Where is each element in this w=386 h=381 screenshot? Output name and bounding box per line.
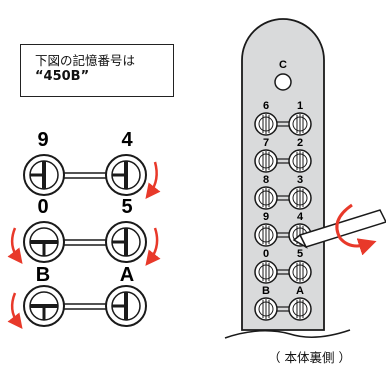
device-dial-2[interactable] bbox=[288, 149, 312, 173]
dial-A[interactable] bbox=[105, 285, 147, 327]
rotate-arrow-4 bbox=[145, 161, 161, 199]
left-label-9: 9 bbox=[37, 129, 48, 151]
rotate-arrow-0 bbox=[7, 227, 23, 264]
device-label-A: A bbox=[296, 285, 304, 297]
device-dial-1[interactable] bbox=[288, 112, 312, 136]
device-dial-6[interactable] bbox=[254, 112, 278, 136]
device-dial-B[interactable] bbox=[254, 297, 278, 321]
memory-number-note: 下図の記憶番号は “450B” bbox=[20, 44, 174, 97]
dial-9[interactable] bbox=[23, 154, 65, 196]
device-label-B: B bbox=[262, 285, 270, 297]
clear-button-label: C bbox=[279, 59, 287, 71]
device-panel bbox=[241, 18, 325, 331]
left-label-0: 0 bbox=[37, 196, 48, 218]
clear-button[interactable] bbox=[274, 73, 292, 91]
device-dial-0[interactable] bbox=[254, 260, 278, 284]
left-label-B: B bbox=[36, 264, 50, 286]
device-label-2: 2 bbox=[297, 137, 303, 149]
device-dial-9[interactable] bbox=[254, 223, 278, 247]
dial-B[interactable] bbox=[23, 285, 65, 327]
rotate-arrow-B bbox=[7, 292, 23, 329]
device-dial-8[interactable] bbox=[254, 186, 278, 210]
dial-4[interactable] bbox=[105, 154, 147, 196]
rotate-arrow-tool bbox=[335, 203, 377, 256]
rotate-arrow-5 bbox=[145, 227, 161, 266]
dial-5[interactable] bbox=[105, 221, 147, 263]
device-label-1: 1 bbox=[297, 100, 303, 112]
cut-edge bbox=[225, 330, 350, 345]
device-label-5: 5 bbox=[297, 248, 303, 260]
note-line-1: 下図の記憶番号は bbox=[35, 53, 136, 68]
device-label-9: 9 bbox=[263, 211, 269, 223]
device-dial-3[interactable] bbox=[288, 186, 312, 210]
device-label-4: 4 bbox=[297, 211, 304, 223]
left-label-A: A bbox=[120, 264, 134, 286]
note-line-2: “450B” bbox=[35, 69, 90, 84]
device-label-0: 0 bbox=[263, 248, 269, 260]
device-dial-5[interactable] bbox=[288, 260, 312, 284]
dial-0[interactable] bbox=[23, 221, 65, 263]
device-label-6: 6 bbox=[263, 100, 269, 112]
left-label-5: 5 bbox=[121, 196, 132, 218]
lock-device-back: C 6 1 7 2 8 3 9 4 0 5B A bbox=[224, 18, 386, 345]
device-label-3: 3 bbox=[297, 174, 303, 186]
device-label-8: 8 bbox=[263, 174, 269, 186]
device-dial-A[interactable] bbox=[288, 297, 312, 321]
device-dial-7[interactable] bbox=[254, 149, 278, 173]
device-label-7: 7 bbox=[263, 137, 269, 149]
left-label-4: 4 bbox=[121, 129, 133, 151]
left-diagram: 9 4 0 5 bbox=[7, 129, 161, 329]
caption: （ 本体裏側 ） bbox=[268, 350, 351, 365]
